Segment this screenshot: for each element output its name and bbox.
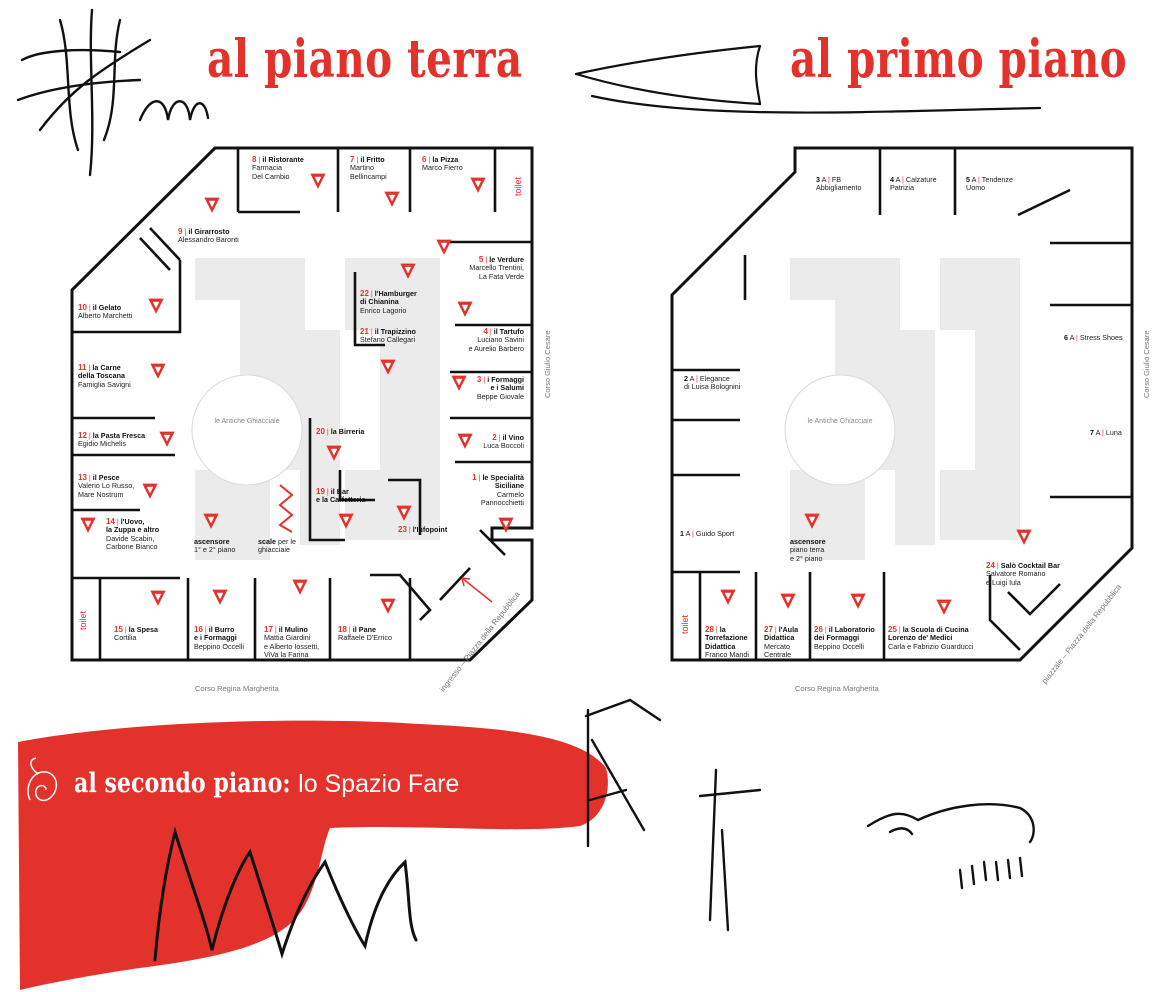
stairs-icon	[278, 484, 294, 533]
entrance-arrow-icon	[461, 577, 493, 603]
street-right-ground: Corso Giulio Cesare	[543, 330, 552, 398]
toilet-top-ground: toilet	[513, 176, 523, 196]
sketch-figures-icon	[584, 698, 1035, 932]
stall-20-label: 20 | la Birreria	[316, 427, 365, 436]
second-floor-banner: al secondo piano:lo Spazio Fare	[74, 768, 459, 799]
sketch-zigzag-icon	[153, 826, 418, 962]
stall-23-label: 23 | l'Infopoint	[398, 525, 448, 534]
street-bottom-first: Corso Regina Margherita	[795, 684, 879, 693]
banner-light-text: lo Spazio Fare	[298, 770, 460, 798]
street-bottom-ground: Corso Regina Margherita	[195, 684, 279, 693]
street-right-first: Corso Giulio Cesare	[1142, 330, 1151, 398]
toilet-first: toilet	[680, 614, 690, 634]
ghiacciaie-label-ground: le Antiche Ghiacciaie	[214, 418, 280, 425]
spiral-logo-icon	[27, 757, 58, 802]
red-brush-banner	[18, 720, 608, 990]
sketch-arrow-icon	[574, 44, 1042, 114]
shop-6-label: 6 A | Stress Shoes	[1064, 333, 1123, 342]
ghiacciaie-label-first: le Antiche Ghiacciaie	[807, 418, 873, 425]
shop-1-label: 1 A | Guido Sport	[680, 529, 735, 538]
first-floor-heading: al primo piano	[790, 29, 1128, 90]
shop-7-label: 7 A | Luna	[1090, 428, 1122, 437]
ground-floor-heading: al piano terra	[207, 29, 523, 90]
toilet-bottom-ground: toilet	[78, 610, 88, 630]
banner-bold-text: al secondo piano:	[74, 768, 291, 799]
sketch-cluster-icon	[16, 8, 210, 177]
